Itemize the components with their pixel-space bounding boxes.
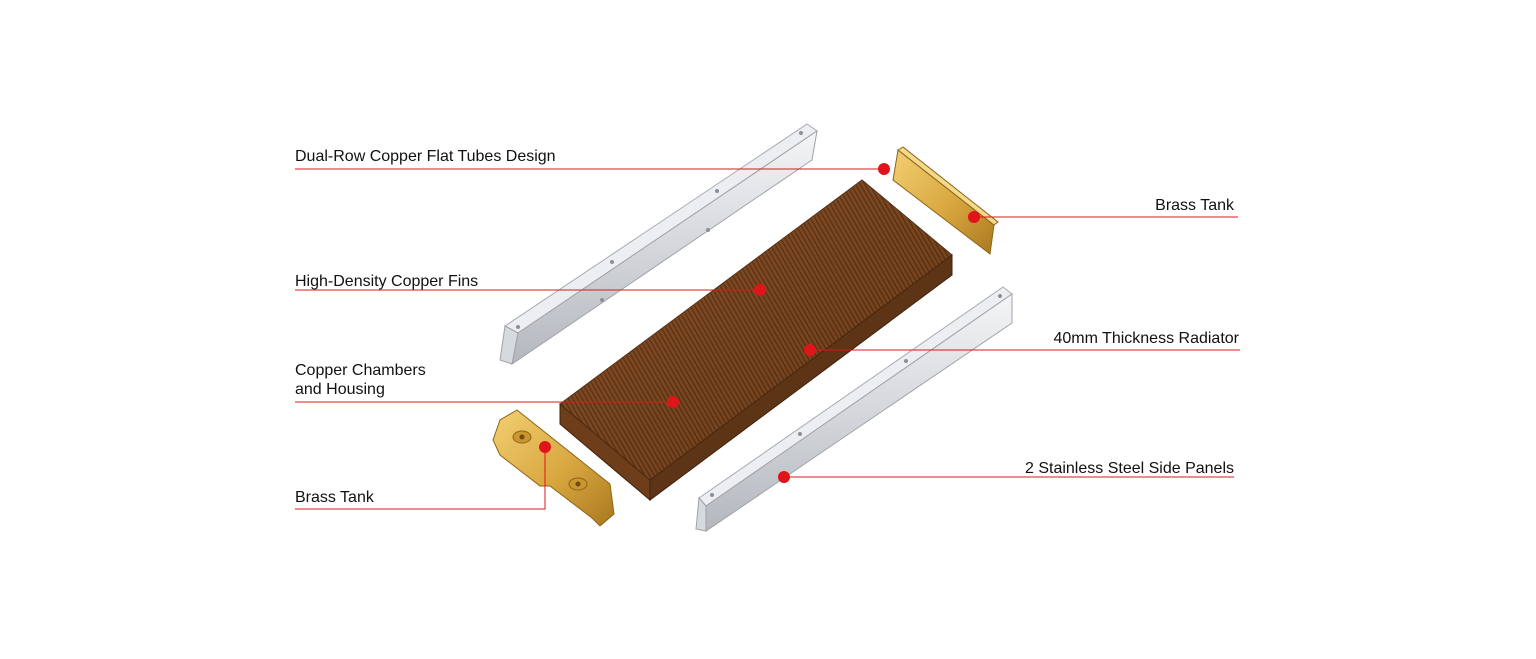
brass-tank-right (892, 146, 999, 255)
callout-markers (539, 163, 980, 483)
brass-tank-left (492, 409, 615, 527)
leader-brass-tank-left (295, 447, 546, 510)
red-dot-icon (778, 471, 790, 483)
copper-fin-core (559, 179, 953, 502)
red-dot-icon (878, 163, 890, 175)
callout-chambers: Copper Chambers and Housing (295, 361, 426, 399)
callout-brass-tank-left: Brass Tank (295, 489, 374, 506)
red-dot-icon (968, 211, 980, 223)
callout-chambers-line1: Copper Chambers (295, 362, 426, 379)
callout-fins: High-Density Copper Fins (295, 273, 479, 290)
callout-side-panels: 2 Stainless Steel Side Panels (1024, 460, 1234, 477)
callout-lines (295, 168, 1240, 510)
red-dot-icon (667, 396, 679, 408)
red-dot-icon (754, 284, 766, 296)
red-dot-icon (804, 344, 816, 356)
upper-steel-side-panel (499, 123, 818, 366)
callout-thickness: 40mm Thickness Radiator (1053, 330, 1239, 347)
red-dot-icon (539, 441, 551, 453)
callout-brass-tank-right: Brass Tank (1155, 197, 1234, 214)
callout-dual-row: Dual-Row Copper Flat Tubes Design (295, 148, 556, 165)
callout-chambers-line2: and Housing (295, 381, 385, 398)
